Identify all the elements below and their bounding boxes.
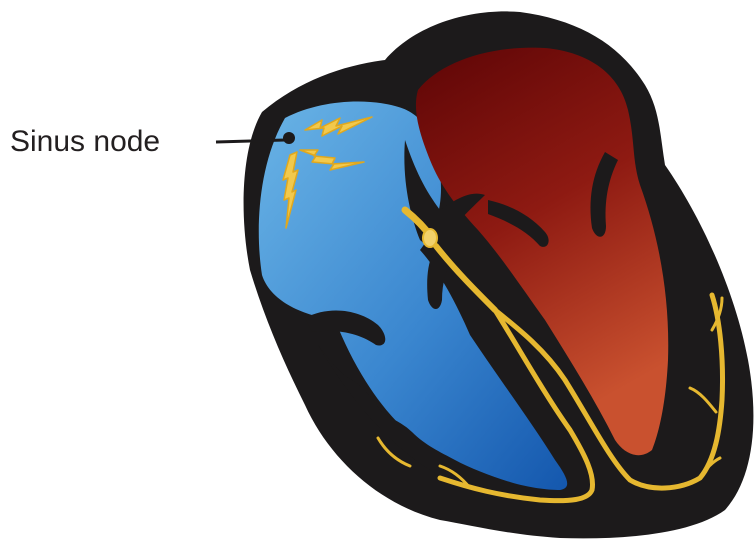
sinus-node-leader-line <box>216 140 285 142</box>
sinus-node-dot <box>283 132 295 144</box>
sinus-node-label: Sinus node <box>10 125 160 158</box>
